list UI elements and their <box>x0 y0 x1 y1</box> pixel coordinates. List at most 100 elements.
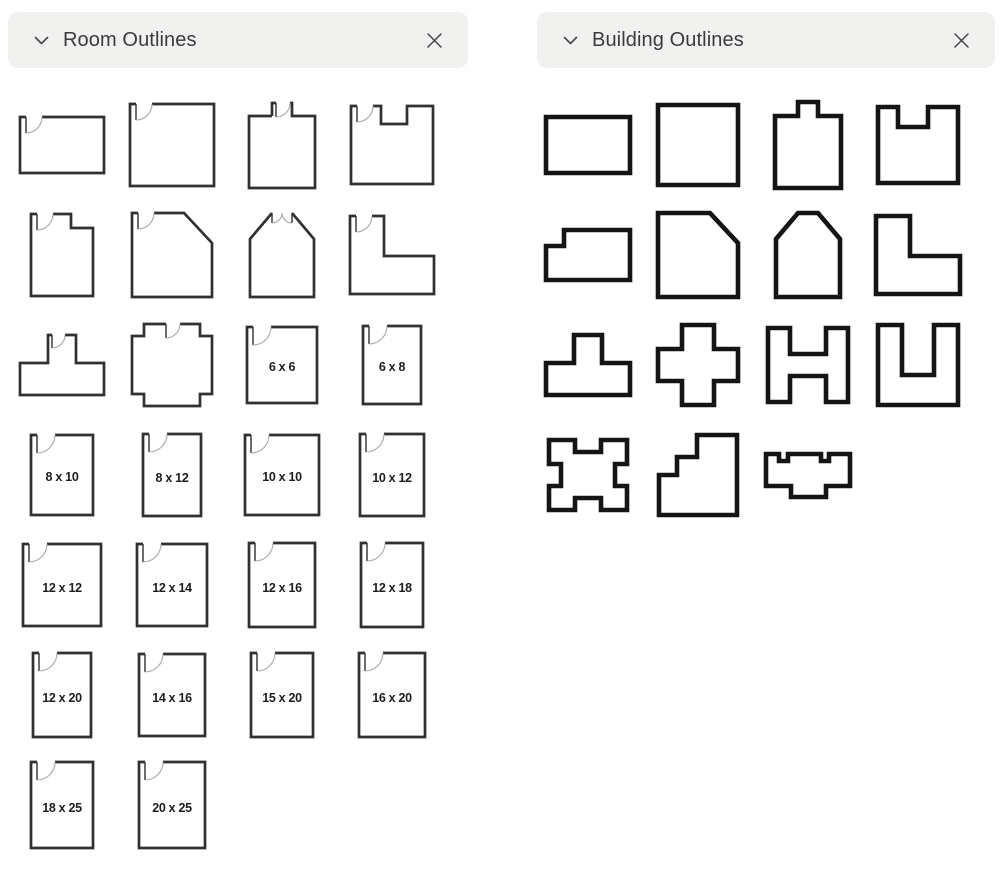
close-building-outlines-button[interactable] <box>953 32 970 49</box>
room-corner-step-icon <box>29 212 95 298</box>
shape-room-top-notch[interactable] <box>337 90 447 200</box>
shape-building-gable[interactable] <box>753 200 863 310</box>
building-corner-chamfer-icon <box>655 210 741 300</box>
svg-text:8 x 12: 8 x 12 <box>156 471 189 485</box>
shape-building-u-shape[interactable] <box>863 310 973 420</box>
svg-text:18 x 25: 18 x 25 <box>42 801 82 815</box>
svg-text:10 x 10: 10 x 10 <box>262 470 302 484</box>
shape-building-x-shape[interactable] <box>533 420 643 530</box>
room-outlines-title: Room Outlines <box>63 28 197 51</box>
svg-text:16 x 20: 16 x 20 <box>372 691 412 705</box>
close-icon <box>427 32 442 48</box>
shape-building-stairs[interactable] <box>643 420 753 530</box>
shape-building-rectangle[interactable] <box>533 90 643 200</box>
shape-room-10x12[interactable]: 10 x 12 <box>337 420 447 530</box>
room-t-shape-icon <box>18 333 106 397</box>
room-8x12-icon: 8 x 12 <box>141 432 203 518</box>
collapse-room-outlines-button[interactable] <box>34 36 49 45</box>
shape-room-10x10[interactable]: 10 x 10 <box>227 420 337 530</box>
shape-room-8x10[interactable]: 8 x 10 <box>7 420 117 530</box>
shape-building-square[interactable] <box>643 90 753 200</box>
building-complex-icon <box>763 451 853 499</box>
svg-text:12 x 14: 12 x 14 <box>152 581 192 595</box>
room-outlines-grid: 6 x 6 6 x 8 8 x 10 8 x 12 10 x 10 10 x 12 12 x… <box>7 90 447 860</box>
shape-room-18x25[interactable]: 18 x 25 <box>7 750 117 860</box>
shape-room-12x20[interactable]: 12 x 20 <box>7 640 117 750</box>
room-12x18-icon: 12 x 18 <box>359 541 425 629</box>
shape-building-corner-chamfer[interactable] <box>643 200 753 310</box>
close-icon <box>954 32 969 48</box>
building-top-bump-icon <box>772 99 844 191</box>
shape-building-top-notch[interactable] <box>863 90 973 200</box>
shape-room-12x14[interactable]: 12 x 14 <box>117 530 227 640</box>
room-12x14-icon: 12 x 14 <box>135 542 209 628</box>
chevron-down-icon <box>563 36 578 44</box>
shape-room-square[interactable] <box>117 90 227 200</box>
shape-room-corner-chamfer[interactable] <box>117 200 227 310</box>
building-step-icon <box>543 227 633 283</box>
shape-room-20x25[interactable]: 20 x 25 <box>117 750 227 860</box>
close-room-outlines-button[interactable] <box>426 32 443 49</box>
room-outlines-panel-header[interactable]: Room Outlines <box>8 12 468 68</box>
room-top-door-icon <box>247 101 317 190</box>
shape-building-complex[interactable] <box>753 420 863 530</box>
shape-building-h-shape[interactable] <box>753 310 863 420</box>
shape-building-cross[interactable] <box>643 310 753 420</box>
room-12x12-icon: 12 x 12 <box>21 542 103 628</box>
room-square-icon <box>128 102 216 188</box>
shape-room-top-door[interactable] <box>227 90 337 200</box>
building-cross-icon <box>655 322 741 408</box>
shape-building-top-bump[interactable] <box>753 90 863 200</box>
shape-room-12x12[interactable]: 12 x 12 <box>7 530 117 640</box>
shape-room-16x20[interactable]: 16 x 20 <box>337 640 447 750</box>
shape-room-cross[interactable] <box>117 310 227 420</box>
shape-room-corner-step[interactable] <box>7 200 117 310</box>
room-20x25-icon: 20 x 25 <box>137 760 207 850</box>
building-x-shape-icon <box>546 437 630 513</box>
shape-room-6x6[interactable]: 6 x 6 <box>227 310 337 420</box>
svg-text:12 x 20: 12 x 20 <box>42 691 82 705</box>
shape-building-t-shape[interactable] <box>533 310 643 420</box>
svg-text:12 x 12: 12 x 12 <box>42 581 82 595</box>
building-gable-icon <box>773 210 843 300</box>
shape-room-12x16[interactable]: 12 x 16 <box>227 530 337 640</box>
shape-room-6x8[interactable]: 6 x 8 <box>337 310 447 420</box>
shape-room-gable[interactable] <box>227 200 337 310</box>
shape-room-8x12[interactable]: 8 x 12 <box>117 420 227 530</box>
room-14x16-icon: 14 x 16 <box>137 652 207 738</box>
building-l-shape-icon <box>873 213 963 297</box>
building-outlines-panel-header[interactable]: Building Outlines <box>537 12 995 68</box>
shape-room-15x20[interactable]: 15 x 20 <box>227 640 337 750</box>
room-16x20-icon: 16 x 20 <box>357 651 427 739</box>
shape-room-12x18[interactable]: 12 x 18 <box>337 530 447 640</box>
svg-text:15 x 20: 15 x 20 <box>262 691 302 705</box>
svg-text:12 x 18: 12 x 18 <box>372 581 412 595</box>
room-8x10-icon: 8 x 10 <box>29 433 95 517</box>
building-outlines-title: Building Outlines <box>592 28 744 51</box>
building-top-notch-icon <box>875 104 961 186</box>
building-stairs-icon <box>656 432 740 518</box>
shape-room-l-shape[interactable] <box>337 200 447 310</box>
building-outlines-grid <box>533 90 973 530</box>
shape-building-l-shape[interactable] <box>863 200 973 310</box>
building-t-shape-icon <box>543 332 633 398</box>
shape-building-step[interactable] <box>533 200 643 310</box>
svg-text:12 x 16: 12 x 16 <box>262 581 302 595</box>
shape-room-t-shape[interactable] <box>7 310 117 420</box>
svg-text:20 x 25: 20 x 25 <box>152 801 192 815</box>
shape-room-rectangle[interactable] <box>7 90 117 200</box>
building-rectangle-icon <box>543 114 633 176</box>
svg-text:6 x 6: 6 x 6 <box>269 360 296 374</box>
shape-room-14x16[interactable]: 14 x 16 <box>117 640 227 750</box>
svg-text:6 x 8: 6 x 8 <box>379 360 406 374</box>
room-18x25-icon: 18 x 25 <box>29 760 95 850</box>
room-cross-icon <box>130 322 214 408</box>
svg-text:14 x 16: 14 x 16 <box>152 691 192 705</box>
collapse-building-outlines-button[interactable] <box>563 36 578 45</box>
room-gable-icon <box>248 212 316 299</box>
svg-text:10 x 12: 10 x 12 <box>372 471 412 485</box>
room-l-shape-icon <box>348 214 436 296</box>
building-u-shape-icon <box>875 322 961 408</box>
chevron-down-icon <box>34 36 49 44</box>
room-15x20-icon: 15 x 20 <box>249 651 315 739</box>
